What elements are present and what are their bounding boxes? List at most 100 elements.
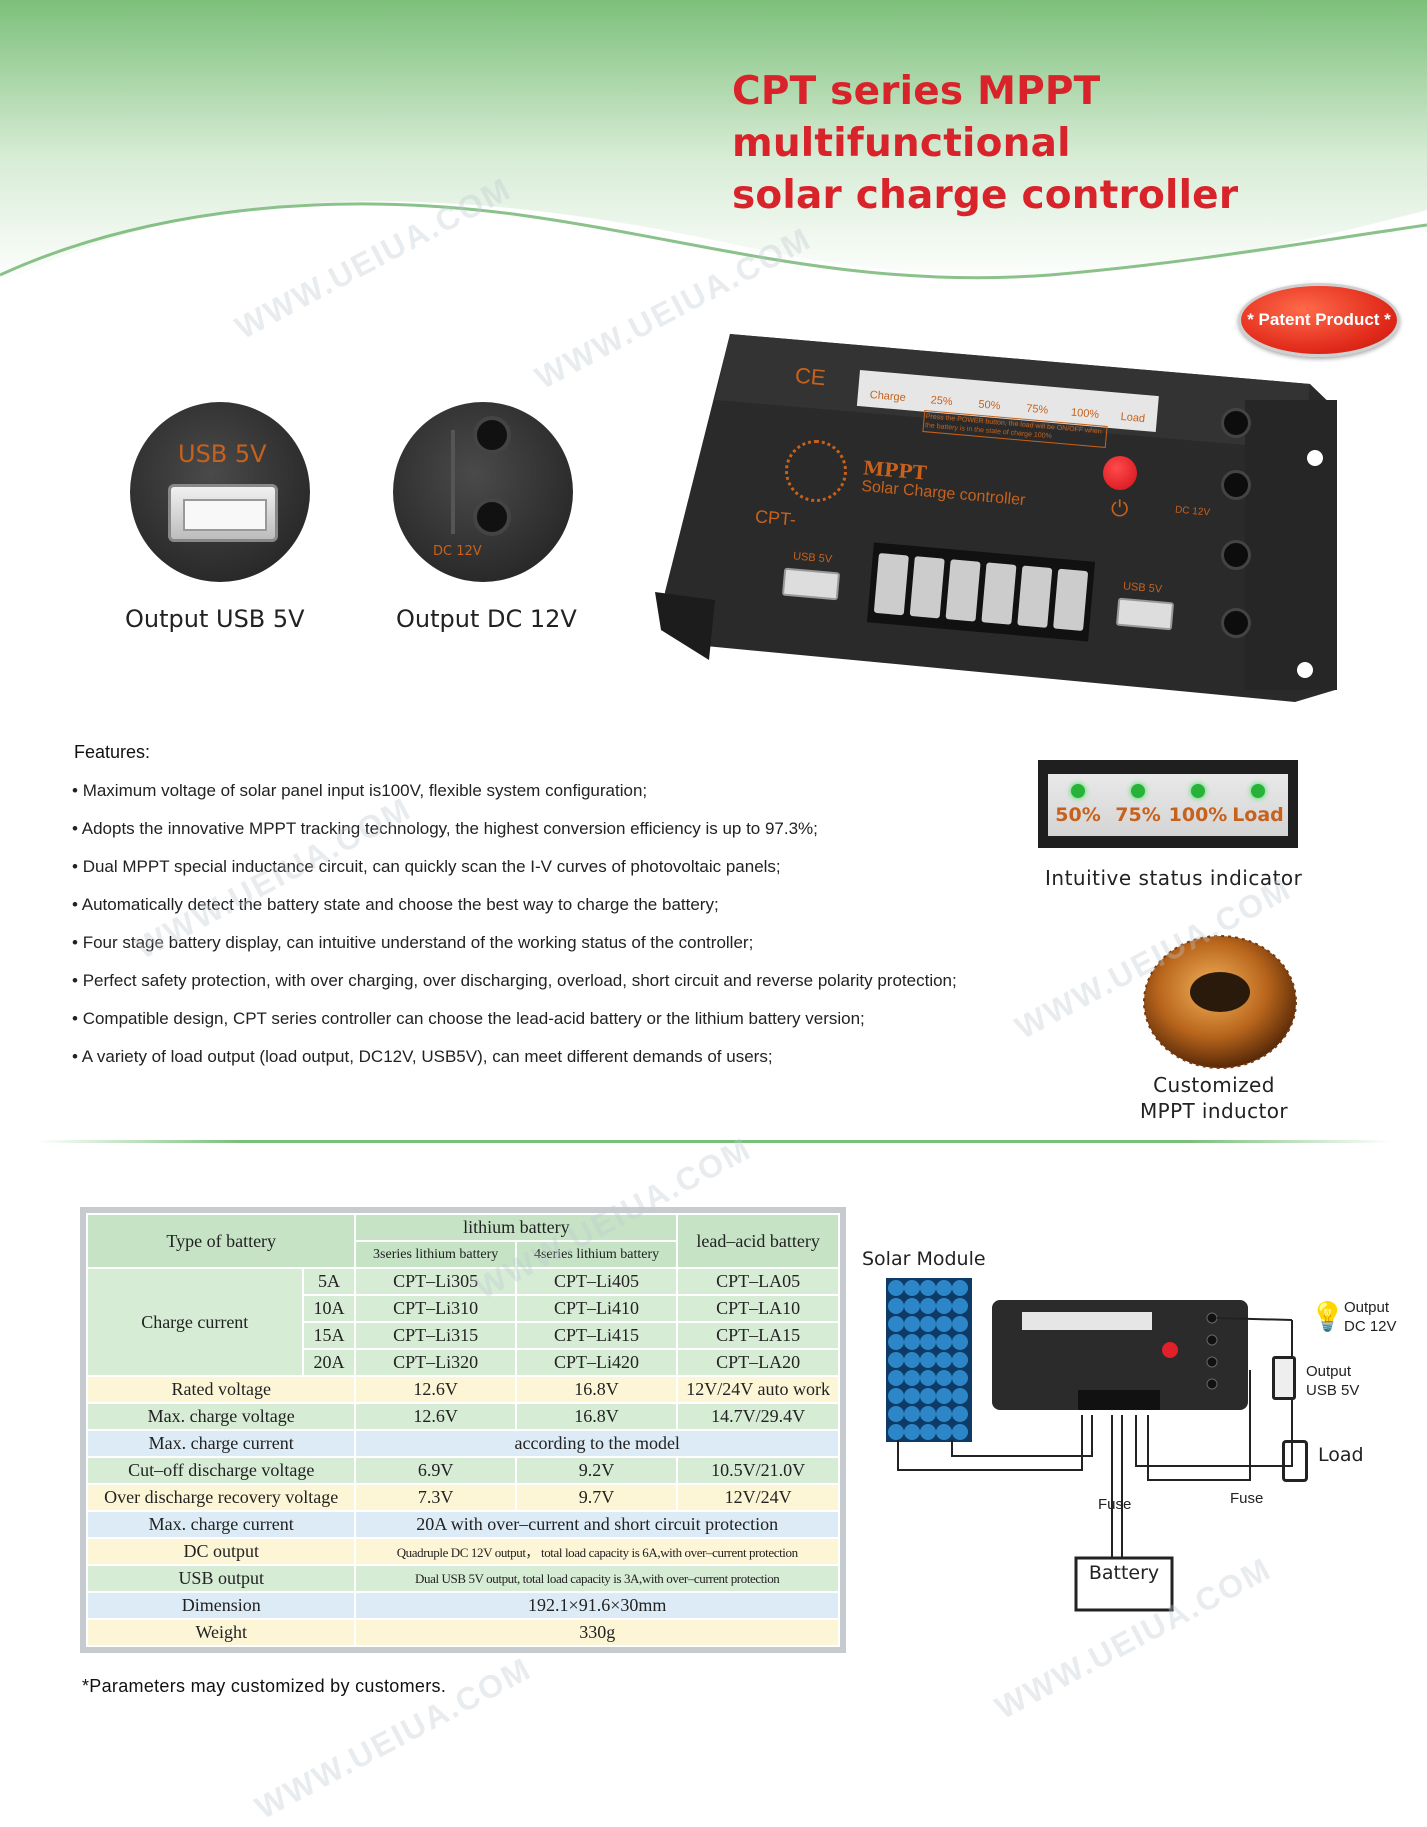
table-cell: CPT–Li415 (514, 1321, 679, 1350)
row-label: Weight (85, 1618, 357, 1647)
spec-table: Type of battery lithium battery lead–aci… (80, 1207, 846, 1653)
table-row: Max. charge voltage 12.6V 16.8V 14.7V/29… (85, 1402, 840, 1431)
table-cell: 7.3V (354, 1483, 517, 1512)
table-cell: 14.7V/29.4V (676, 1402, 840, 1431)
table-cell: 16.8V (514, 1402, 679, 1431)
table-cell: CPT–Li410 (514, 1294, 679, 1323)
dc-jack-icon (473, 416, 511, 454)
indicator-cell: Load (1228, 774, 1288, 836)
dc-jack-icon (1221, 408, 1251, 438)
usb-port-left (781, 567, 841, 601)
power-icon: ⏻ (1111, 496, 1129, 521)
feature-item: Four stage battery display, can intuitiv… (72, 924, 957, 962)
table-row: Dimension 192.1×91.6×30mm (85, 1591, 840, 1620)
fuse-label-right: Fuse (1230, 1490, 1264, 1507)
fuse-label-left: Fuse (1098, 1496, 1132, 1513)
table-cell: 20A with over–current and short circuit … (354, 1510, 840, 1539)
table-cell: CPT–LA20 (676, 1348, 840, 1377)
usb-port-closeup: USB 5V (130, 402, 310, 582)
lithium-3s-header: 3series lithium battery (354, 1240, 517, 1269)
table-cell: 15A (301, 1321, 357, 1350)
usb-port-label: USB 5V (178, 440, 267, 468)
load-lamp-icon (1282, 1440, 1308, 1482)
led-icon (1251, 784, 1265, 798)
patent-product-badge: * Patent Product * (1238, 283, 1400, 357)
feature-item: Perfect safety protection, with over cha… (72, 962, 957, 1000)
feature-item: Adopts the innovative MPPT tracking tech… (72, 810, 957, 848)
table-cell: 10A (301, 1294, 357, 1323)
table-cell: 12V/24V auto work (676, 1375, 840, 1404)
ce-mark: CE (794, 362, 827, 391)
features-title: Features: (74, 742, 151, 762)
output-dc-label: Output DC 12V (1344, 1299, 1397, 1335)
table-cell: CPT–Li310 (354, 1294, 517, 1323)
table-cell: 12.6V (354, 1402, 517, 1431)
status-indicator-caption: Intuitive status indicator (1045, 866, 1303, 890)
dc-jack-icon (1221, 470, 1251, 500)
table-cell: according to the model (354, 1429, 840, 1458)
footnote: *Parameters may customized by customers. (82, 1676, 447, 1696)
table-cell: 10.5V/21.0V (676, 1456, 840, 1485)
usb-port-icon (168, 484, 278, 542)
table-cell: 12V/24V (676, 1483, 840, 1512)
bulb-icon: 💡 (1310, 1301, 1345, 1332)
table-cell: CPT–LA15 (676, 1321, 840, 1350)
status-indicator-image: 50% 75% 100% Load (1038, 760, 1298, 848)
table-row: Rated voltage 12.6V 16.8V 12V/24V auto w… (85, 1375, 840, 1404)
sun-logo-icon (785, 440, 847, 502)
table-cell: 6.9V (354, 1456, 517, 1485)
feature-item: Maximum voltage of solar panel input is1… (72, 772, 957, 810)
table-cell: 9.7V (514, 1483, 679, 1512)
table-cell: CPT–Li420 (514, 1348, 679, 1377)
feature-item: A variety of load output (load output, D… (72, 1038, 957, 1076)
controller-product-image: CE Charge 25% 50% 75% 100% Load Press th… (655, 330, 1345, 710)
feature-item: Dual MPPT special inductance circuit, ca… (72, 848, 957, 886)
table-row: Max. charge current according to the mod… (85, 1429, 840, 1458)
table-row: 20A CPT–Li320 CPT–Li420 CPT–LA20 (87, 1348, 840, 1377)
row-label: Dimension (85, 1591, 357, 1620)
dc-port-closeup: DC 12V (393, 402, 573, 582)
led-icon (1131, 784, 1145, 798)
battery-label: Battery (1088, 1562, 1160, 1584)
table-row: 10A CPT–Li310 CPT–Li410 CPT–LA10 (87, 1294, 840, 1323)
charge-current-label: Charge current (86, 1267, 304, 1377)
row-label: Over discharge recovery voltage (85, 1483, 357, 1512)
table-cell: CPT–LA10 (676, 1294, 840, 1323)
indicator-cell: 100% (1168, 774, 1228, 836)
table-row: 15A CPT–Li315 CPT–Li415 CPT–LA15 (87, 1321, 840, 1350)
section-divider (36, 1140, 1392, 1143)
page-title: CPT series MPPT multifunctional solar ch… (732, 69, 1239, 218)
led-icon (1071, 784, 1085, 798)
lead-acid-header: lead–acid battery (676, 1213, 840, 1269)
phone-icon (1272, 1356, 1296, 1400)
solar-panel-icon (886, 1278, 972, 1442)
feature-item: Automatically detect the battery state a… (72, 886, 957, 924)
output-usb-label: Output USB 5V (1306, 1363, 1360, 1399)
table-cell: CPT–LA05 (676, 1267, 840, 1296)
table-cell: Quadruple DC 12V output， total load capa… (354, 1537, 840, 1566)
table-cell: CPT–Li320 (354, 1348, 517, 1377)
table-row: Weight 330g (85, 1618, 840, 1647)
table-cell: 9.2V (514, 1456, 679, 1485)
usb-port-right (1115, 597, 1175, 631)
table-cell: 16.8V (514, 1375, 679, 1404)
inductor-coil-image (1143, 935, 1297, 1069)
row-label: Max. charge current (85, 1510, 357, 1539)
table-row: USB output Dual USB 5V output, total loa… (85, 1564, 840, 1593)
wiring-lines (897, 1300, 1293, 1612)
led-icon (1191, 784, 1205, 798)
row-label: Max. charge current (85, 1429, 357, 1458)
lithium-battery-header: lithium battery (354, 1213, 679, 1242)
dc-jack-icon (1221, 540, 1251, 570)
table-cell: Dual USB 5V output, total load capacity … (354, 1564, 840, 1593)
lithium-4s-header: 4series lithium battery (514, 1240, 679, 1269)
table-cell: CPT–Li405 (514, 1267, 679, 1296)
dc-jack-icon (473, 498, 511, 536)
row-label: DC output (85, 1537, 357, 1566)
features-list: Maximum voltage of solar panel input is1… (72, 772, 957, 1076)
header-wave-background (0, 0, 1427, 285)
output-usb-caption: Output USB 5V (125, 605, 305, 633)
model-prefix: CPT- (754, 506, 797, 530)
table-row: Cut–off discharge voltage 6.9V 9.2V 10.5… (85, 1456, 840, 1485)
row-label: Max. charge voltage (85, 1402, 357, 1431)
